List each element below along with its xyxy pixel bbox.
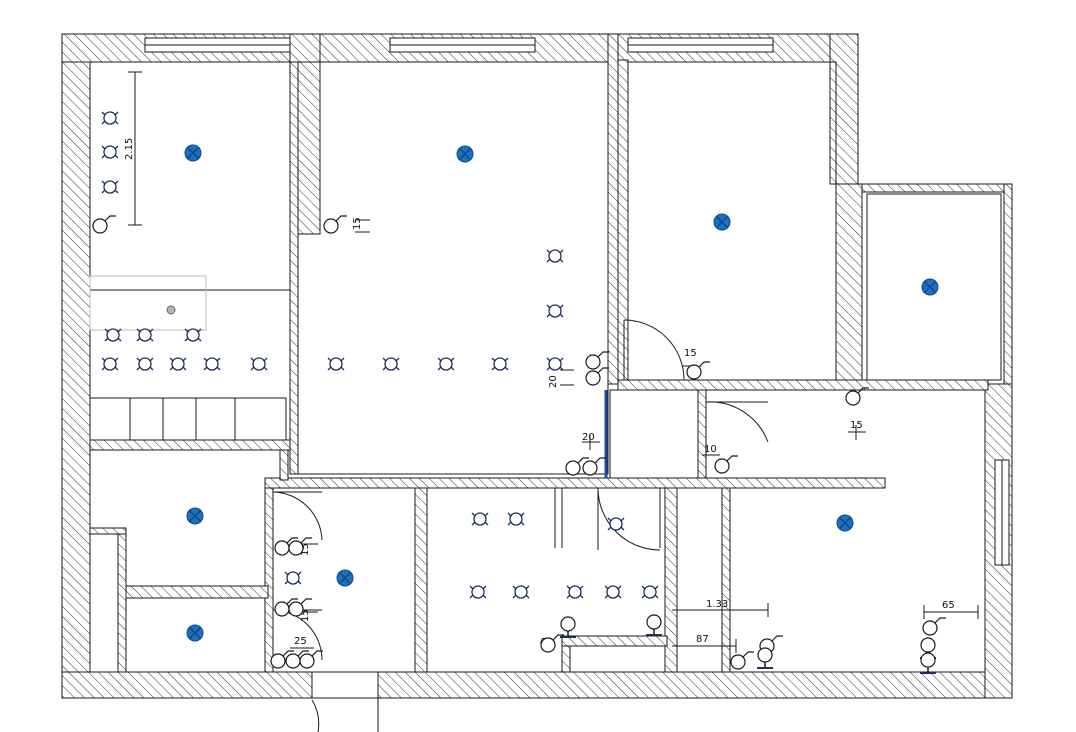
socket-icon [607, 517, 625, 531]
dim-label-20-b: 20 [582, 432, 595, 443]
antenna-outlet-icon [560, 616, 576, 638]
dim-label-15-e: 15 [300, 609, 311, 622]
switch-icon [565, 457, 589, 476]
socket-icon [546, 304, 564, 318]
walls [61, 33, 1013, 699]
antenna-outlet-icon [646, 614, 662, 636]
switch-icon [585, 351, 609, 370]
socket-icon [641, 585, 659, 599]
socket-icon [507, 512, 525, 526]
electrical-symbols [92, 111, 946, 674]
switch-icon [582, 457, 606, 476]
dim-label-10: 10 [704, 444, 717, 455]
socket-icon [169, 357, 187, 371]
dim-label-20-a: 20 [548, 375, 559, 388]
dim-label-65: 65 [942, 600, 955, 611]
socket-icon [101, 180, 119, 194]
ceiling-light-icon [184, 144, 202, 162]
switch-icon [274, 598, 298, 617]
socket-icon [491, 357, 509, 371]
socket-icon [136, 357, 154, 371]
socket-icon [327, 357, 345, 371]
socket-icon [546, 249, 564, 263]
ceiling-light-icon [186, 507, 204, 525]
switch-icon [845, 387, 869, 406]
socket-icon [546, 357, 564, 371]
socket-icon [184, 328, 202, 342]
switch-icon [270, 650, 294, 669]
socket-icon [604, 585, 622, 599]
switch-icon [288, 598, 312, 617]
socket-icon [101, 145, 119, 159]
socket-icon [382, 357, 400, 371]
socket-icon [471, 512, 489, 526]
ceiling-light-icon [836, 514, 854, 532]
socket-icon [101, 357, 119, 371]
antenna-outlet-icon [757, 647, 773, 669]
ceiling-light-icon [456, 145, 474, 163]
socket-icon [104, 328, 122, 342]
dim-label-15-a: 15 [352, 217, 363, 230]
antenna-outlet-icon [920, 652, 936, 674]
dimension-labels: 2.15 15 20 20 10 15 15 15 15 25 20 1.33 … [124, 138, 955, 650]
switch-icon [92, 215, 116, 234]
switch-icon [714, 455, 738, 474]
ceiling-light-icon [186, 624, 204, 642]
windows [144, 37, 1010, 566]
switch-icon [540, 634, 564, 653]
switch-icon [585, 367, 609, 386]
socket-icon [203, 357, 221, 371]
socket-icon [566, 585, 584, 599]
switch-icon [686, 361, 710, 380]
ceiling-light-icon [713, 213, 731, 231]
switch-icon [323, 215, 347, 234]
switch-icon [288, 537, 312, 556]
socket-icon [512, 585, 530, 599]
ceiling-light-icon [336, 569, 354, 587]
socket-icon [284, 571, 302, 585]
switch-icon [922, 617, 946, 636]
switch-icon [299, 650, 323, 669]
ceiling-light-icon [921, 278, 939, 296]
switch-icon [730, 651, 754, 670]
dim-label-15-d: 15 [300, 543, 311, 556]
socket-icon [250, 357, 268, 371]
dim-label-15-b: 15 [684, 348, 697, 359]
dim-label-87: 87 [696, 634, 709, 645]
dim-label-25: 25 [294, 636, 307, 647]
grey-dot-marker [166, 305, 176, 315]
dim-label-15-c: 15 [850, 420, 863, 431]
dim-label-215: 2.15 [124, 138, 135, 160]
socket-icon [469, 585, 487, 599]
dim-label-133: 1.33 [706, 599, 728, 610]
socket-icon [136, 328, 154, 342]
socket-icon [101, 111, 119, 125]
socket-icon [437, 357, 455, 371]
